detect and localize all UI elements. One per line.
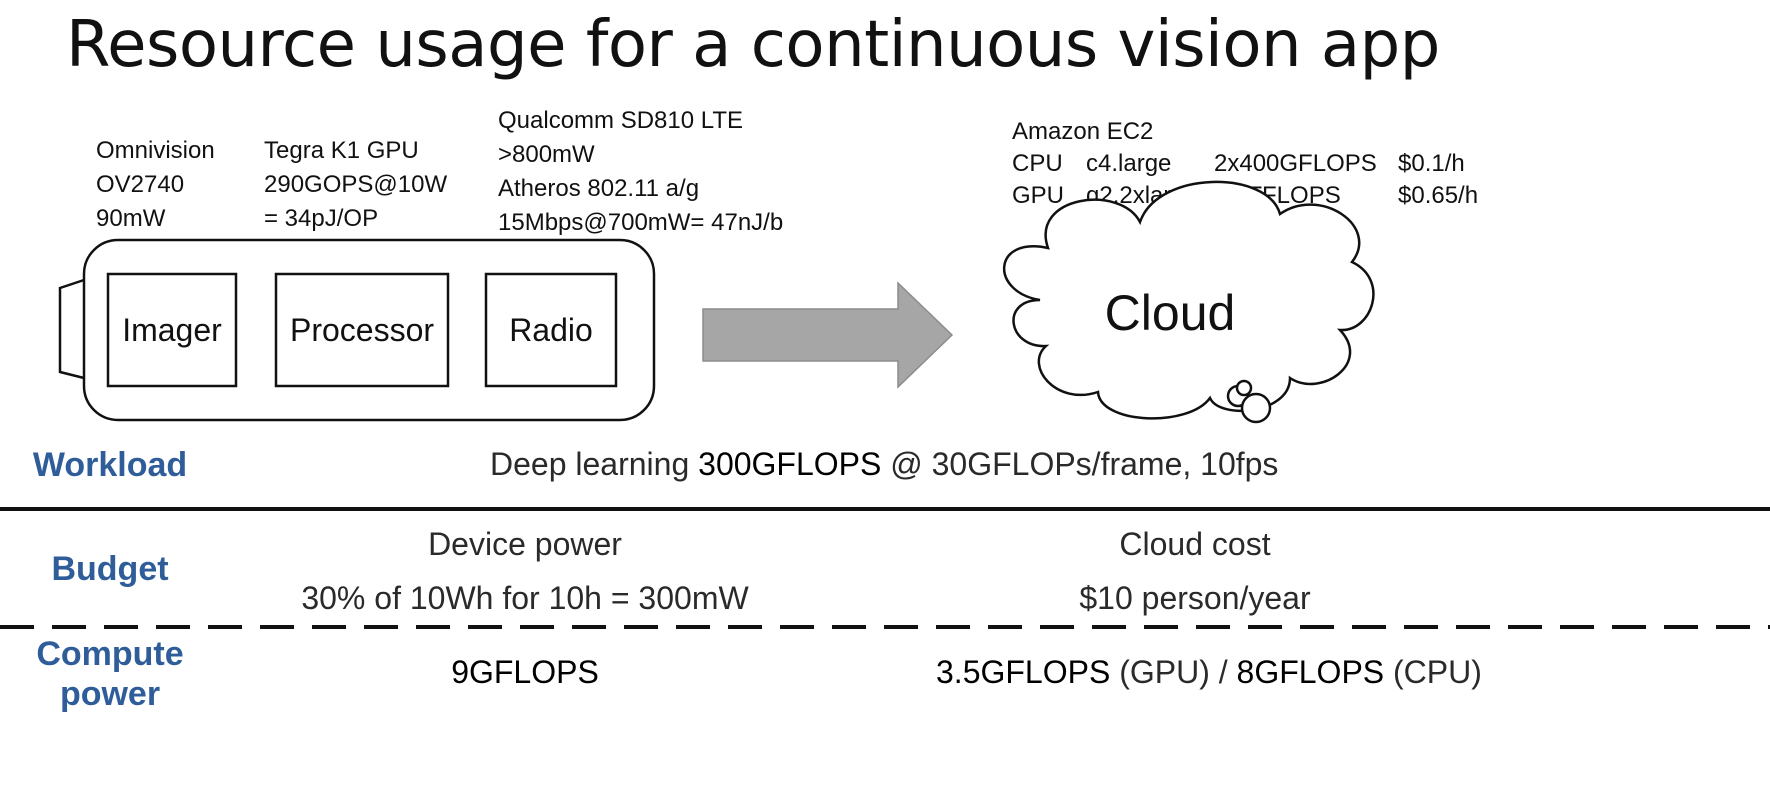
cloud-gpu-value: 3.5GFLOPS: [936, 654, 1111, 690]
cloud-spec-instance: c4.large: [1086, 150, 1172, 177]
cloud-gpu-note: (GPU) /: [1110, 654, 1237, 690]
cloud-cpu-note: (CPU): [1384, 654, 1482, 690]
radio-spec-line: Atheros 802.11 a/g: [498, 175, 700, 202]
imager-spec-line: Omnivision: [96, 137, 215, 164]
cloud-spec-kind: GPU: [1012, 182, 1065, 209]
device-power-value: 30% of 10Wh for 10h = 300mW: [301, 580, 749, 616]
cloud-label: Cloud: [1104, 285, 1236, 341]
radio-specs: Qualcomm SD810 LTE >800mW Atheros 802.11…: [498, 104, 783, 240]
cloud-spec-kind: CPU: [1012, 150, 1063, 177]
radio-spec-line: 15Mbps@700mW= 47nJ/b: [498, 209, 784, 236]
processor-spec-line: 290GOPS@10W: [264, 171, 448, 198]
cloud-cost-heading: Cloud cost: [1119, 526, 1271, 562]
cloud-spec-price: $0.1/h: [1398, 150, 1465, 177]
cloud-spec-price: $0.65/h: [1398, 182, 1479, 209]
processor-spec-line: Tegra K1 GPU: [264, 137, 419, 164]
cloud-cpu-value: 8GFLOPS: [1236, 654, 1385, 690]
cloud-cost-value: $10 person/year: [1079, 580, 1311, 616]
radio-spec-line: >800mW: [498, 141, 595, 168]
cloud-bubble-icon: [1235, 379, 1253, 397]
workload-description: Deep learning 300GFLOPS @ 30GFLOPs/frame…: [490, 446, 1278, 483]
imager-spec-line: 90mW: [96, 205, 166, 232]
budget-label: Budget: [51, 550, 169, 588]
imager-label: Imager: [122, 312, 222, 348]
cloud-spec-row: CPU c4.large 2x400GFLOPS $0.1/h: [1012, 148, 1478, 180]
upload-arrow-icon: [702, 281, 954, 389]
workload-highlight: 300GFLOPS: [698, 446, 882, 482]
cloud-bubble-icon: [1240, 392, 1272, 424]
processor-box: [274, 272, 450, 388]
page-title: Resource usage for a continuous vision a…: [66, 8, 1440, 82]
compute-power-label-line2: power: [59, 675, 161, 713]
cloud-icon: [1002, 180, 1375, 420]
radio-box: [484, 272, 618, 388]
radio-label: Radio: [509, 312, 593, 348]
processor-specs: Tegra K1 GPU 290GOPS@10W = 34pJ/OP: [264, 134, 447, 236]
workload-suffix: @ 30GFLOPs/frame, 10fps: [881, 446, 1279, 482]
camera-lens-icon: [58, 278, 85, 380]
radio-spec-line: Qualcomm SD810 LTE: [498, 107, 743, 134]
cloud-compute-value: 3.5GFLOPS (GPU) / 8GFLOPS (CPU): [936, 654, 1482, 691]
device-compute-value: 9GFLOPS: [451, 654, 599, 690]
imager-specs: Omnivision OV2740 90mW: [96, 134, 215, 236]
workload-label: Workload: [32, 446, 188, 484]
processor-label: Processor: [289, 312, 435, 348]
compute-power-label-line1: Compute: [36, 635, 184, 673]
compute-power-label: Compute power: [20, 634, 200, 714]
cloud-spec-heading: Amazon EC2: [1012, 118, 1154, 145]
device-power-heading: Device power: [428, 526, 622, 562]
workload-prefix: Deep learning: [490, 446, 699, 482]
imager-spec-line: OV2740: [96, 171, 185, 198]
cloud-spec-perf: 2x400GFLOPS: [1214, 150, 1377, 177]
imager-box: [106, 272, 238, 388]
processor-spec-line: = 34pJ/OP: [264, 205, 379, 232]
